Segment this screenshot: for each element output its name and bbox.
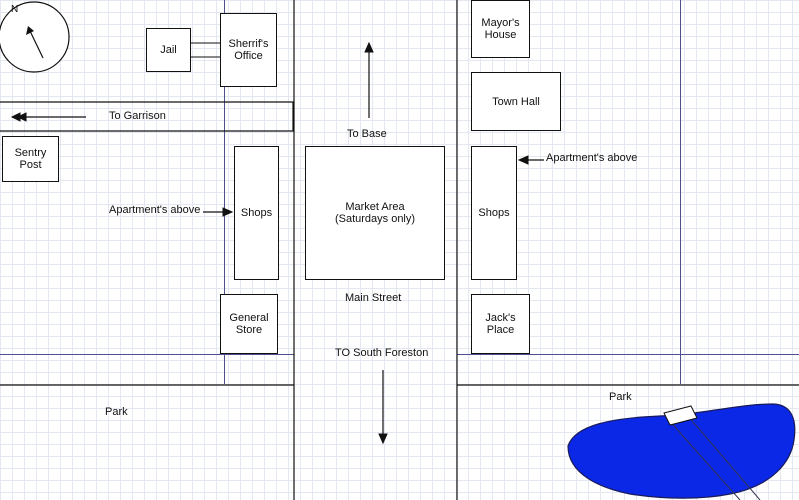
sentry-post[interactable]: Sentry Post (2, 136, 59, 182)
market-area[interactable]: Market Area (Saturdays only) (305, 146, 445, 280)
shops-east[interactable]: Shops (471, 146, 517, 280)
main-street-label: Main Street (345, 292, 402, 304)
guide-line-vertical (680, 0, 681, 384)
pier-line (665, 416, 741, 500)
to-base-label: To Base (347, 128, 387, 140)
compass-icon (0, 1, 70, 73)
compass-north-label: N (11, 4, 19, 15)
jacks-place[interactable]: Jack's Place (471, 294, 530, 354)
sheriffs-office[interactable]: Sherrif's Office (220, 13, 277, 87)
park-east-label: Park (609, 391, 632, 403)
arrow-to-base (364, 41, 374, 118)
garrison-road (0, 101, 294, 132)
park-west-label: Park (105, 406, 128, 418)
apartments-west-label: Apartment's above (109, 204, 201, 216)
guide-line-vertical (224, 0, 225, 384)
mayors-house[interactable]: Mayor's House (471, 0, 530, 58)
pier-line (687, 415, 761, 500)
guide-line-horizontal (457, 354, 799, 355)
arrow-to-south-foreston (378, 370, 388, 445)
shops-west[interactable]: Shops (234, 146, 279, 280)
town-hall[interactable]: Town Hall (471, 72, 561, 131)
general-store[interactable]: General Store (220, 294, 278, 354)
to-south-foreston-label: TO South Foreston (335, 347, 429, 359)
guide-line-horizontal (0, 354, 294, 355)
pier-head (663, 405, 698, 426)
arrow-apartments-west (203, 207, 234, 217)
jail[interactable]: Jail (146, 28, 191, 72)
to-garrison-label: To Garrison (109, 110, 166, 122)
compass-needle (29, 30, 44, 59)
compass-arrowhead (26, 26, 34, 35)
apartments-east-label: Apartment's above (546, 152, 638, 164)
arrow-to-garrison (10, 112, 86, 122)
arrow-apartments-east (517, 155, 544, 165)
